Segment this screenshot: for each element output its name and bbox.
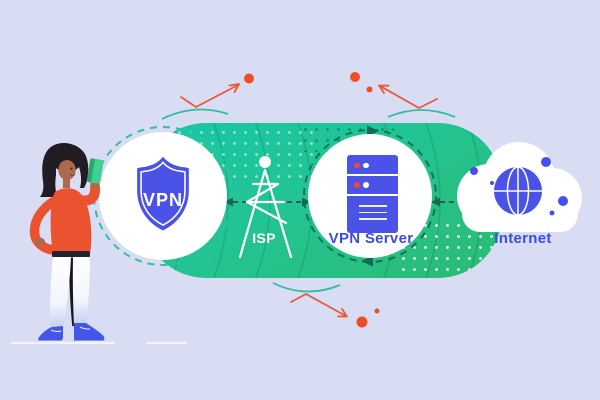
sweater bbox=[50, 188, 92, 254]
isp-label: ISP bbox=[252, 230, 276, 246]
deflect-arc-bottom bbox=[272, 282, 341, 293]
vpn-server-label: VPN Server bbox=[328, 230, 414, 247]
woman-with-smartphone-illustration bbox=[29, 143, 105, 343]
face bbox=[58, 160, 76, 180]
blocked-attack-arrow-top-right bbox=[378, 84, 438, 110]
deflect-arc-top-right bbox=[387, 109, 456, 118]
attack-dot bbox=[356, 316, 368, 328]
belt bbox=[52, 251, 90, 258]
internet-label: Internet bbox=[494, 230, 552, 247]
globe-icon bbox=[494, 166, 542, 216]
shield-icon bbox=[137, 156, 189, 231]
blocked-attack-arrow-bottom bbox=[290, 292, 348, 318]
attack-dot-small bbox=[374, 308, 380, 314]
hair bbox=[40, 143, 89, 197]
blocked-attack-arrow-top-left bbox=[180, 83, 240, 109]
attack-dot bbox=[350, 72, 360, 82]
shoe-right bbox=[74, 323, 105, 342]
pants-right-leg bbox=[72, 257, 90, 327]
attack-dot bbox=[244, 73, 254, 84]
pants-left-leg bbox=[49, 257, 71, 331]
attack-dot-small bbox=[366, 86, 373, 93]
server-rack-icon bbox=[347, 155, 398, 233]
vpn-shield-label: VPN bbox=[142, 190, 183, 210]
shoe-left bbox=[38, 326, 63, 342]
deflect-arc-top-left bbox=[161, 108, 229, 120]
